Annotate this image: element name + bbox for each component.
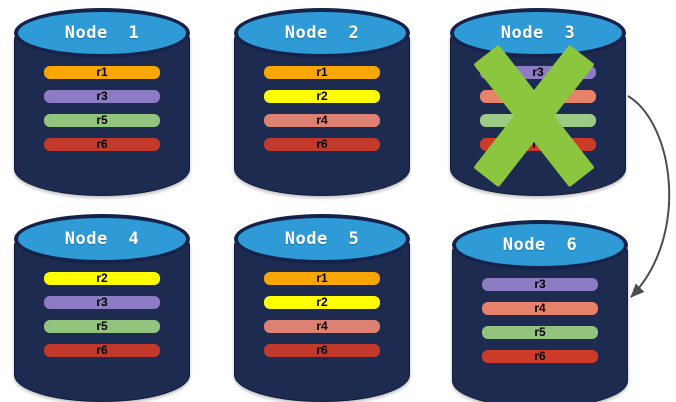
replica-row-label: r2: [316, 89, 328, 103]
replica-row-label: r4: [534, 301, 546, 315]
replica-row: r2: [264, 90, 380, 103]
replica-row-label: r1: [316, 271, 328, 285]
replica-row: r1: [264, 66, 380, 79]
replica-row: r3: [44, 296, 160, 309]
replica-row-label: r5: [96, 113, 108, 127]
replica-row-label: r4: [316, 319, 328, 333]
cylinder-top: Node 5: [234, 214, 410, 264]
replica-row: r2: [44, 272, 160, 285]
cylinder-top: Node 1: [14, 8, 190, 58]
cylinder-top: Node 4: [14, 214, 190, 264]
replica-row-label: r3: [532, 65, 544, 79]
node-title: Node 2: [284, 23, 360, 43]
replica-row: r4: [264, 320, 380, 333]
db-node-2: Node 2 r1 r2 r4 r6: [234, 8, 410, 196]
replica-row-label: r6: [96, 137, 108, 151]
node-title: Node 1: [64, 23, 140, 43]
replica-row: r6: [264, 138, 380, 151]
replica-row-label: r2: [96, 271, 108, 285]
row-list: r1 r2 r4 r6: [264, 66, 380, 151]
node-title: Node 6: [502, 235, 578, 255]
row-list: r1 r3 r5 r6: [44, 66, 160, 151]
row-list: r1 r2 r4 r6: [264, 272, 380, 357]
row-list: r3 r4 r5 r6: [482, 278, 598, 363]
cylinder-top: Node 6: [452, 220, 628, 270]
replica-row-label: r4: [316, 113, 328, 127]
db-node-6: Node 6 r3 r4 r5 r6: [452, 220, 628, 402]
replica-row: r5: [44, 114, 160, 127]
replica-row-label: r5: [534, 325, 546, 339]
replica-row-label: r6: [316, 343, 328, 357]
cylinder-top: Node 3: [450, 8, 626, 58]
node-title: Node 3: [500, 23, 576, 43]
replica-row-label: r1: [96, 65, 108, 79]
db-node-1: Node 1 r1 r3 r5 r6: [14, 8, 190, 196]
replica-row: r5: [44, 320, 160, 333]
replica-row: r5: [482, 326, 598, 339]
replica-row-label: r3: [96, 89, 108, 103]
replica-row-label: r2: [316, 295, 328, 309]
replica-row: r6: [44, 344, 160, 357]
replica-row-label: r5: [96, 319, 108, 333]
replica-row: r3: [44, 90, 160, 103]
replica-row: r6: [44, 138, 160, 151]
failure-x-mark: [473, 38, 595, 194]
failover-arrow-path: [627, 95, 671, 298]
node-title: Node 4: [64, 229, 140, 249]
replica-row: r1: [44, 66, 160, 79]
db-node-4: Node 4 r2 r3 r5 r6: [14, 214, 190, 402]
replica-row: r4: [264, 114, 380, 127]
replica-row: r6: [264, 344, 380, 357]
replica-row: r2: [264, 296, 380, 309]
replica-row-label: r6: [534, 349, 546, 363]
replica-row: r4: [482, 302, 598, 315]
replica-row-label: r3: [534, 277, 546, 291]
replica-row: r6: [482, 350, 598, 363]
replica-row-label: r1: [316, 65, 328, 79]
db-node-5: Node 5 r1 r2 r4 r6: [234, 214, 410, 402]
node-title: Node 5: [284, 229, 360, 249]
replica-row-label: r6: [316, 137, 328, 151]
replica-row: r1: [264, 272, 380, 285]
row-list: r2 r3 r5 r6: [44, 272, 160, 357]
replica-row-label: r3: [96, 295, 108, 309]
replica-row-label: r6: [96, 343, 108, 357]
replica-row: r3: [482, 278, 598, 291]
cylinder-top: Node 2: [234, 8, 410, 58]
